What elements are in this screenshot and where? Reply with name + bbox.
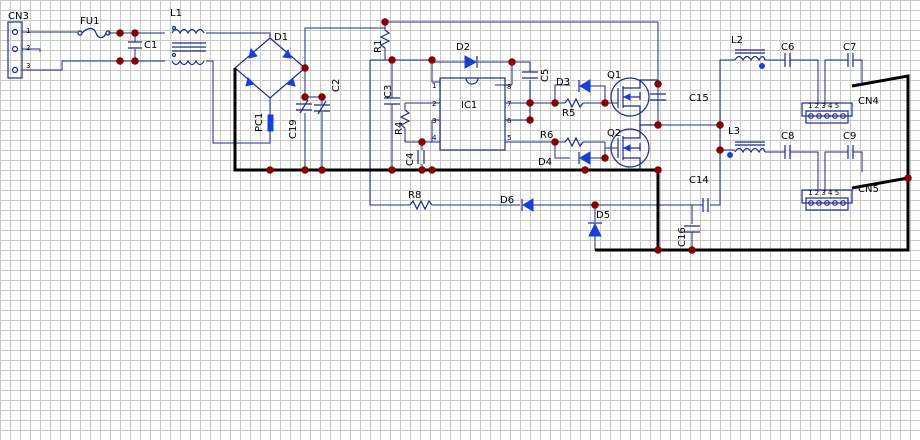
cn5-pin-numbers: 1 2 3 4 5 [808, 189, 839, 197]
label-cn5: CN5 [858, 184, 879, 195]
label-l3: L3 [728, 126, 740, 137]
capacitor-c3[interactable] [384, 60, 400, 170]
inductor-l2[interactable] [734, 49, 766, 69]
label-c19: C19 [288, 119, 299, 139]
diode-d2[interactable] [455, 55, 478, 69]
label-c3: C3 [383, 85, 394, 98]
label-cn4: CN4 [858, 96, 879, 107]
resistor-r6[interactable] [555, 136, 605, 148]
label-r8: R8 [408, 190, 421, 201]
label-r1: R1 [373, 40, 384, 53]
label-ic1: IC1 [461, 100, 477, 111]
label-r5: R5 [562, 108, 575, 119]
bridge-rectifier-d1[interactable] [234, 27, 385, 170]
output-wires [710, 59, 819, 206]
ic1-pin-4: 4 [432, 134, 437, 142]
capacitor-c4[interactable] [417, 142, 425, 170]
bridge-input-wires [206, 32, 271, 144]
resistor-r8[interactable] [409, 199, 520, 211]
capacitor-c1[interactable] [128, 41, 142, 49]
capacitor-c14[interactable] [595, 198, 709, 212]
label-d4: D4 [538, 157, 552, 168]
capacitor-pc1[interactable] [267, 114, 274, 132]
capacitor-c19[interactable] [296, 68, 312, 170]
diode-d6[interactable] [521, 198, 595, 212]
resistor-r4[interactable] [399, 102, 432, 142]
label-c14: C14 [689, 175, 709, 186]
label-r6: R6 [540, 130, 553, 141]
label-fu1: FU1 [80, 16, 99, 27]
label-l1: L1 [170, 8, 182, 19]
label-c16: C16 [677, 227, 688, 247]
capacitor-c2[interactable] [305, 96, 330, 170]
diode-d3[interactable] [554, 79, 606, 103]
junction-nodes [116, 18, 912, 254]
label-c2: C2 [331, 79, 342, 92]
ic1-pin-1: 1 [432, 82, 436, 90]
label-r4: R4 [394, 122, 405, 135]
capacitor-c5[interactable] [522, 71, 538, 79]
connector-cn5[interactable]: 1 2 3 4 5 [801, 189, 853, 211]
label-d1: D1 [274, 32, 288, 43]
label-c5: C5 [540, 69, 551, 82]
resistor-r5[interactable] [555, 97, 605, 109]
label-q1: Q1 [607, 70, 621, 81]
capacitor-c6[interactable] [784, 53, 791, 67]
top-rail-wires [369, 21, 659, 206]
cn4-pin-numbers: 1 2 3 4 5 [808, 102, 839, 110]
label-c4: C4 [405, 153, 416, 166]
ground-rails [233, 68, 910, 252]
label-c8: C8 [781, 131, 794, 142]
ic1-pin-3: 3 [432, 117, 436, 125]
connector-cn4[interactable]: 1 2 3 4 5 [801, 102, 853, 124]
label-c1: C1 [144, 40, 157, 51]
label-c6: C6 [781, 42, 794, 53]
label-l2: L2 [731, 35, 743, 46]
cn3-pin-2: 2 [26, 44, 30, 52]
capacitor-c8[interactable] [784, 145, 791, 159]
ic1-pin-2: 2 [432, 100, 436, 108]
connector-cn3[interactable]: 1 2 3 [7, 21, 30, 79]
label-d2: D2 [456, 42, 470, 53]
capacitor-c7[interactable] [824, 53, 863, 105]
label-cn3: CN3 [8, 11, 29, 22]
label-d5: D5 [596, 210, 610, 221]
inductor-l1[interactable] [171, 25, 206, 66]
label-c15: C15 [689, 93, 709, 104]
ic1-pin-6: 6 [507, 117, 512, 125]
cn3-pin-1: 1 [26, 27, 30, 35]
diode-d4[interactable] [554, 142, 606, 165]
cn3-pin-3: 3 [26, 62, 30, 70]
label-c9: C9 [843, 131, 856, 142]
ic-ic1[interactable] [405, 77, 555, 151]
label-q2: Q2 [607, 128, 621, 139]
ic1-pin-5: 5 [507, 134, 511, 142]
input-wires [22, 31, 165, 71]
inductor-l3[interactable] [727, 141, 766, 158]
fuse-fu1[interactable] [77, 27, 111, 39]
ic1-pin-7: 7 [507, 100, 511, 108]
capacitor-c9[interactable] [824, 145, 863, 192]
label-pc1: PC1 [254, 113, 265, 132]
mosfet-q2[interactable] [605, 125, 650, 170]
mosfet-q1[interactable] [605, 77, 658, 126]
label-d3: D3 [556, 77, 570, 88]
label-d6: D6 [500, 195, 514, 206]
ic1-pin-8: 8 [507, 83, 511, 91]
label-c7: C7 [843, 42, 856, 53]
